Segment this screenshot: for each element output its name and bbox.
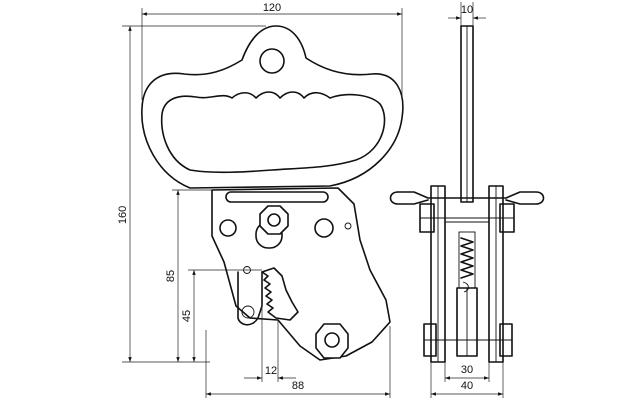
tbolt-side — [397, 191, 545, 205]
dim-overall-width: 120 — [263, 2, 281, 14]
upper-nut — [259, 205, 289, 235]
dim-plate-thickness: 10 — [461, 4, 473, 16]
jaw-throat — [237, 271, 263, 326]
serrated-cam — [261, 267, 299, 321]
top-slot — [225, 191, 329, 203]
spring — [460, 237, 474, 279]
handle-outer — [141, 25, 404, 189]
hole-right — [314, 218, 334, 238]
front-dimensions: 120 160 85 45 12 88 — [117, 2, 403, 398]
lower-bolt — [324, 332, 340, 348]
upper-bolt — [267, 213, 281, 227]
side-view — [389, 25, 545, 363]
lower-nut — [315, 323, 349, 359]
lifting-eye-hole — [259, 48, 285, 74]
dim-side-width: 40 — [461, 380, 473, 392]
hole-small — [344, 222, 352, 230]
dim-clamp-opening: 30 — [461, 364, 473, 376]
dim-jaw-height: 85 — [165, 270, 177, 282]
dim-overall-height: 160 — [117, 206, 129, 224]
handle-grip-opening — [160, 91, 386, 174]
dim-body-width: 88 — [292, 380, 304, 392]
jaw-pivot — [241, 305, 255, 319]
hole-left — [219, 219, 237, 237]
front-view — [141, 25, 404, 361]
side-dimensions: 10 30 40 — [430, 2, 504, 398]
body-plate — [211, 187, 391, 361]
dim-throat-height: 45 — [181, 310, 193, 322]
dim-tooth-width: 12 — [265, 365, 277, 377]
